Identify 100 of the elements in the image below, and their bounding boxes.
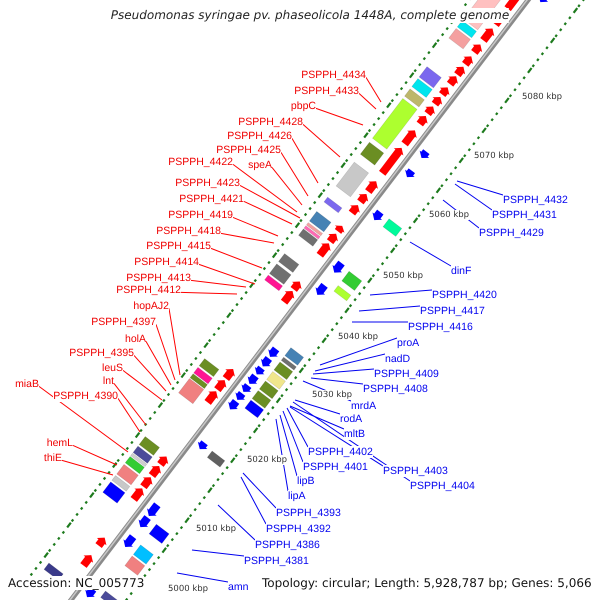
- gene-label: PSPPH_4417: [420, 305, 485, 317]
- scale-label: 5050 kbp: [383, 271, 424, 281]
- leader-line: [114, 382, 146, 426]
- gene-label: PSPPH_4413: [126, 272, 191, 284]
- leader-line: [232, 164, 298, 212]
- gene-label: PSPPH_4408: [363, 383, 428, 395]
- gene-label: PSPPH_4386: [255, 539, 320, 551]
- gene-label: PSPPH_4395: [69, 347, 134, 359]
- gene-label: lnt: [102, 375, 114, 387]
- leader-line: [358, 306, 420, 312]
- gene-label: PSPPH_4381: [244, 555, 309, 567]
- leader-line: [146, 340, 172, 386]
- leader-line: [38, 386, 128, 452]
- gene-label: PSPPH_4423: [175, 177, 240, 189]
- leader-line: [454, 184, 492, 210]
- scale-label: 5030 kbp: [312, 390, 352, 400]
- gene-label: PSPPH_4416: [408, 321, 473, 333]
- gene-label: mrdA: [351, 400, 376, 412]
- leader-line: [310, 378, 364, 384]
- scale-label: 5000 kbp: [168, 584, 208, 594]
- genome-info-text: Topology: circular; Length: 5,928,787 bp; Genes: 5,066: [262, 576, 592, 590]
- gene-label: PSPPH_4414: [134, 256, 199, 268]
- gene-label: PSPPH_4403: [383, 465, 448, 477]
- gene-label: nadD: [385, 353, 410, 365]
- scale-label: 5060 kbp: [429, 210, 470, 220]
- gene-label: PSPPH_4420: [432, 289, 497, 301]
- leader-line: [294, 400, 340, 414]
- gene-label: PSPPH_4431: [492, 209, 557, 221]
- leader-line: [320, 338, 398, 366]
- gene-label: PSPPH_4415: [146, 240, 211, 252]
- leader-line: [358, 92, 376, 110]
- leader-line: [72, 444, 118, 466]
- accession-text: Accession: NC_005773: [8, 576, 144, 590]
- leader-line: [366, 76, 382, 102]
- gene-label: proA: [397, 337, 420, 349]
- leader-line: [62, 460, 114, 476]
- leader-line: [232, 216, 278, 236]
- gene-label: lipB: [297, 475, 315, 487]
- gene-label: miaB: [15, 378, 39, 390]
- leader-line: [280, 152, 308, 196]
- gene-label: amn: [228, 581, 248, 593]
- gene-label: PSPPH_4404: [410, 480, 475, 492]
- leader-line: [370, 290, 432, 296]
- gene-label: rodA: [340, 413, 362, 425]
- scale-label: 5010 kbp: [196, 524, 236, 534]
- leader-line: [410, 242, 452, 266]
- leader-line: [210, 248, 262, 268]
- gene-label: PSPPH_4426: [227, 130, 292, 142]
- gene-label: PSPPH_4401: [303, 461, 368, 473]
- leader-line: [192, 550, 244, 556]
- gene-label: PSPPH_4434: [301, 69, 366, 81]
- leader-line: [276, 418, 288, 492]
- scale-label: 5070 kbp: [474, 151, 514, 161]
- gene-label: PSPPH_4429: [479, 227, 544, 239]
- scale-label: 5020 kbp: [247, 455, 288, 465]
- leader-line: [180, 292, 238, 294]
- gene-label: PSPPH_4402: [308, 446, 373, 458]
- leader-line: [190, 280, 246, 288]
- gene-label: thiE: [44, 452, 62, 464]
- leader-line: [316, 108, 364, 126]
- leader-line: [244, 200, 292, 224]
- scale-label: 5040 kbp: [338, 332, 378, 342]
- leader-line: [302, 124, 340, 158]
- scale-label: 5080 kbp: [522, 92, 562, 102]
- gene-label: leuS: [102, 362, 123, 374]
- leader-line: [292, 138, 318, 184]
- gene-label: holA: [124, 333, 146, 345]
- gene-label: PSPPH_4397: [91, 316, 156, 328]
- gene-label: pbpC: [290, 100, 316, 112]
- gene-label: PSPPH_4418: [156, 225, 221, 237]
- leader-line: [220, 232, 274, 244]
- gene-label: hemL: [46, 437, 73, 449]
- gene-label: mltB: [344, 428, 365, 440]
- gene-label: hopAJ2: [133, 300, 169, 312]
- gene-label: PSPPH_4419: [168, 209, 233, 221]
- diagram-title: Pseudomonas syringae pv. phaseolicola 1448A, complete genome: [110, 8, 510, 23]
- gene-label: speA: [248, 159, 272, 171]
- leader-line: [198, 264, 256, 284]
- gene-label: PSPPH_4390: [53, 390, 118, 402]
- gene-label: PSPPH_4433: [294, 85, 359, 97]
- gene-label: PSPPH_4392: [266, 523, 331, 535]
- leader-line: [240, 476, 266, 524]
- gene-label: PSPPH_4432: [503, 194, 568, 206]
- leader-line: [272, 166, 302, 206]
- gene-label: lipA: [288, 490, 306, 502]
- gene-label: PSPPH_4412: [116, 284, 181, 296]
- leader-line: [134, 354, 166, 392]
- leader-line: [156, 324, 176, 380]
- gene-label: PSPPH_4422: [168, 156, 233, 168]
- leader-line: [456, 180, 504, 196]
- leader-line: [242, 472, 276, 508]
- gene-label: PSPPH_4425: [216, 144, 281, 156]
- leader-line: [218, 504, 256, 540]
- leader-line: [122, 370, 162, 400]
- gene-label: PSPPH_4428: [238, 116, 303, 128]
- gene-label: dinF: [451, 265, 472, 277]
- leader-line: [176, 572, 228, 582]
- leader-line: [118, 398, 140, 432]
- leader-line: [282, 410, 304, 462]
- leader-line: [240, 184, 300, 218]
